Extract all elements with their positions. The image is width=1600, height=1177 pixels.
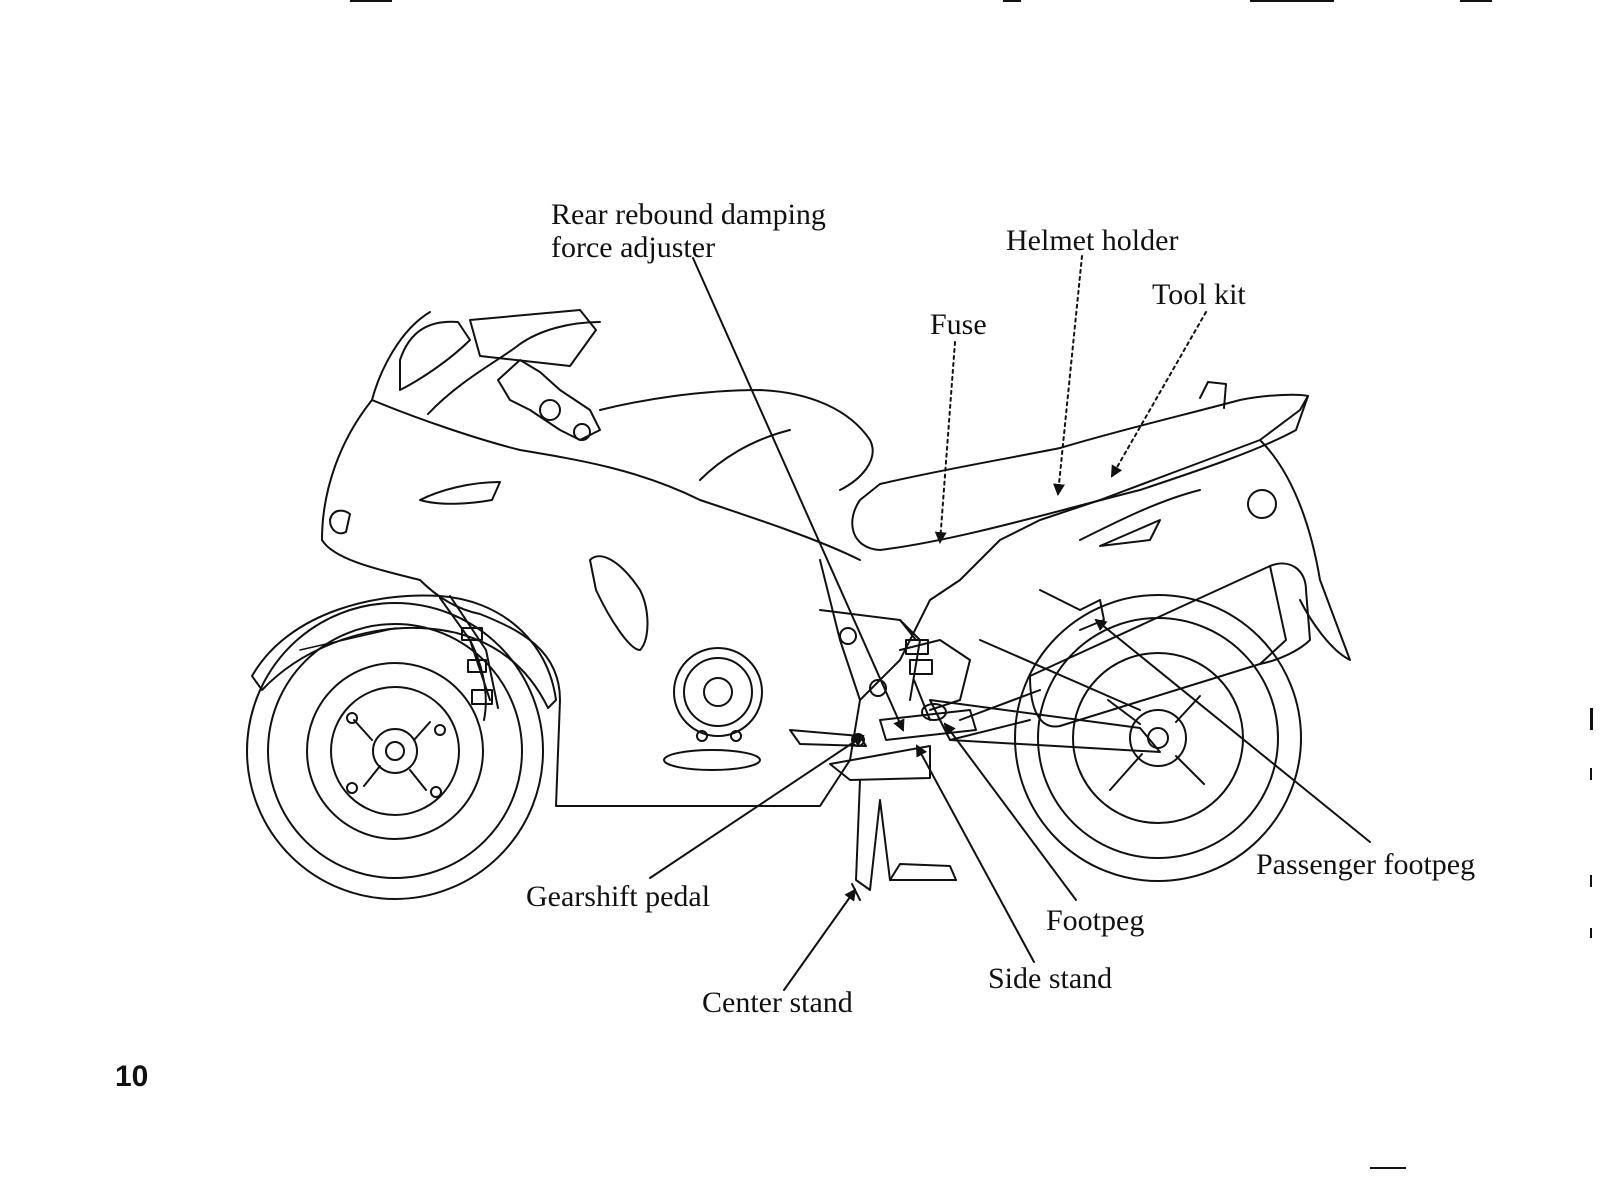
- footpeg-assembly: [879, 709, 977, 741]
- page-number: 10: [115, 1060, 149, 1093]
- leader-rear-rebound-adjuster: [692, 257, 905, 732]
- label-rear-rebound-line1: Rear rebound damping: [551, 198, 826, 231]
- rear-shock: [899, 619, 933, 721]
- leader-helmet-holder: [1053, 255, 1083, 496]
- engine: [663, 609, 971, 771]
- label-fuse: Fuse: [930, 308, 987, 341]
- seat: [851, 393, 1309, 551]
- scan-edge-mark: [1460, 0, 1492, 2]
- leader-tool-kit: [1111, 311, 1207, 478]
- center-stand-part: [851, 779, 957, 901]
- leader-side-stand: [916, 744, 1035, 963]
- label-side-stand: Side stand: [988, 962, 1113, 995]
- label-helmet-holder: Helmet holder: [1006, 224, 1179, 257]
- leader-footpeg: [943, 722, 1077, 901]
- label-passenger-footpeg: Passenger footpeg: [1256, 848, 1476, 881]
- leader-gearshift-pedal: [649, 734, 865, 879]
- scan-edge-mark: [1590, 875, 1592, 887]
- leader-passenger-footpeg: [1094, 618, 1371, 843]
- label-center-stand: Center stand: [702, 986, 853, 1019]
- scan-edge-mark: [1590, 928, 1592, 938]
- swingarm: [929, 699, 1161, 753]
- rear-wheel: [1014, 594, 1302, 882]
- label-footpeg: Footpeg: [1046, 904, 1145, 937]
- scan-edge-mark: [350, 0, 392, 2]
- leader-center-stand: [783, 888, 857, 991]
- scan-edge-mark: [1370, 1167, 1406, 1169]
- scan-edge-mark: [1590, 708, 1593, 730]
- label-gearshift-pedal: Gearshift pedal: [526, 880, 711, 913]
- scan-edge-mark: [1003, 0, 1021, 2]
- label-rear-rebound-line2: force adjuster: [551, 231, 716, 264]
- callout-leaders: [649, 255, 1371, 991]
- front-fender: [251, 594, 557, 709]
- muffler: [949, 562, 1311, 741]
- leader-fuse: [934, 341, 956, 544]
- scan-edge-mark: [1590, 768, 1592, 780]
- front-wheel: [246, 602, 544, 900]
- front-fork: [439, 595, 499, 721]
- motorcycle-illustration: [246, 309, 1351, 901]
- label-rear-rebound-damping: Rear rebound damping force adjuster: [551, 198, 826, 264]
- label-tool-kit: Tool kit: [1152, 278, 1246, 311]
- scan-edge-mark: [1250, 0, 1334, 2]
